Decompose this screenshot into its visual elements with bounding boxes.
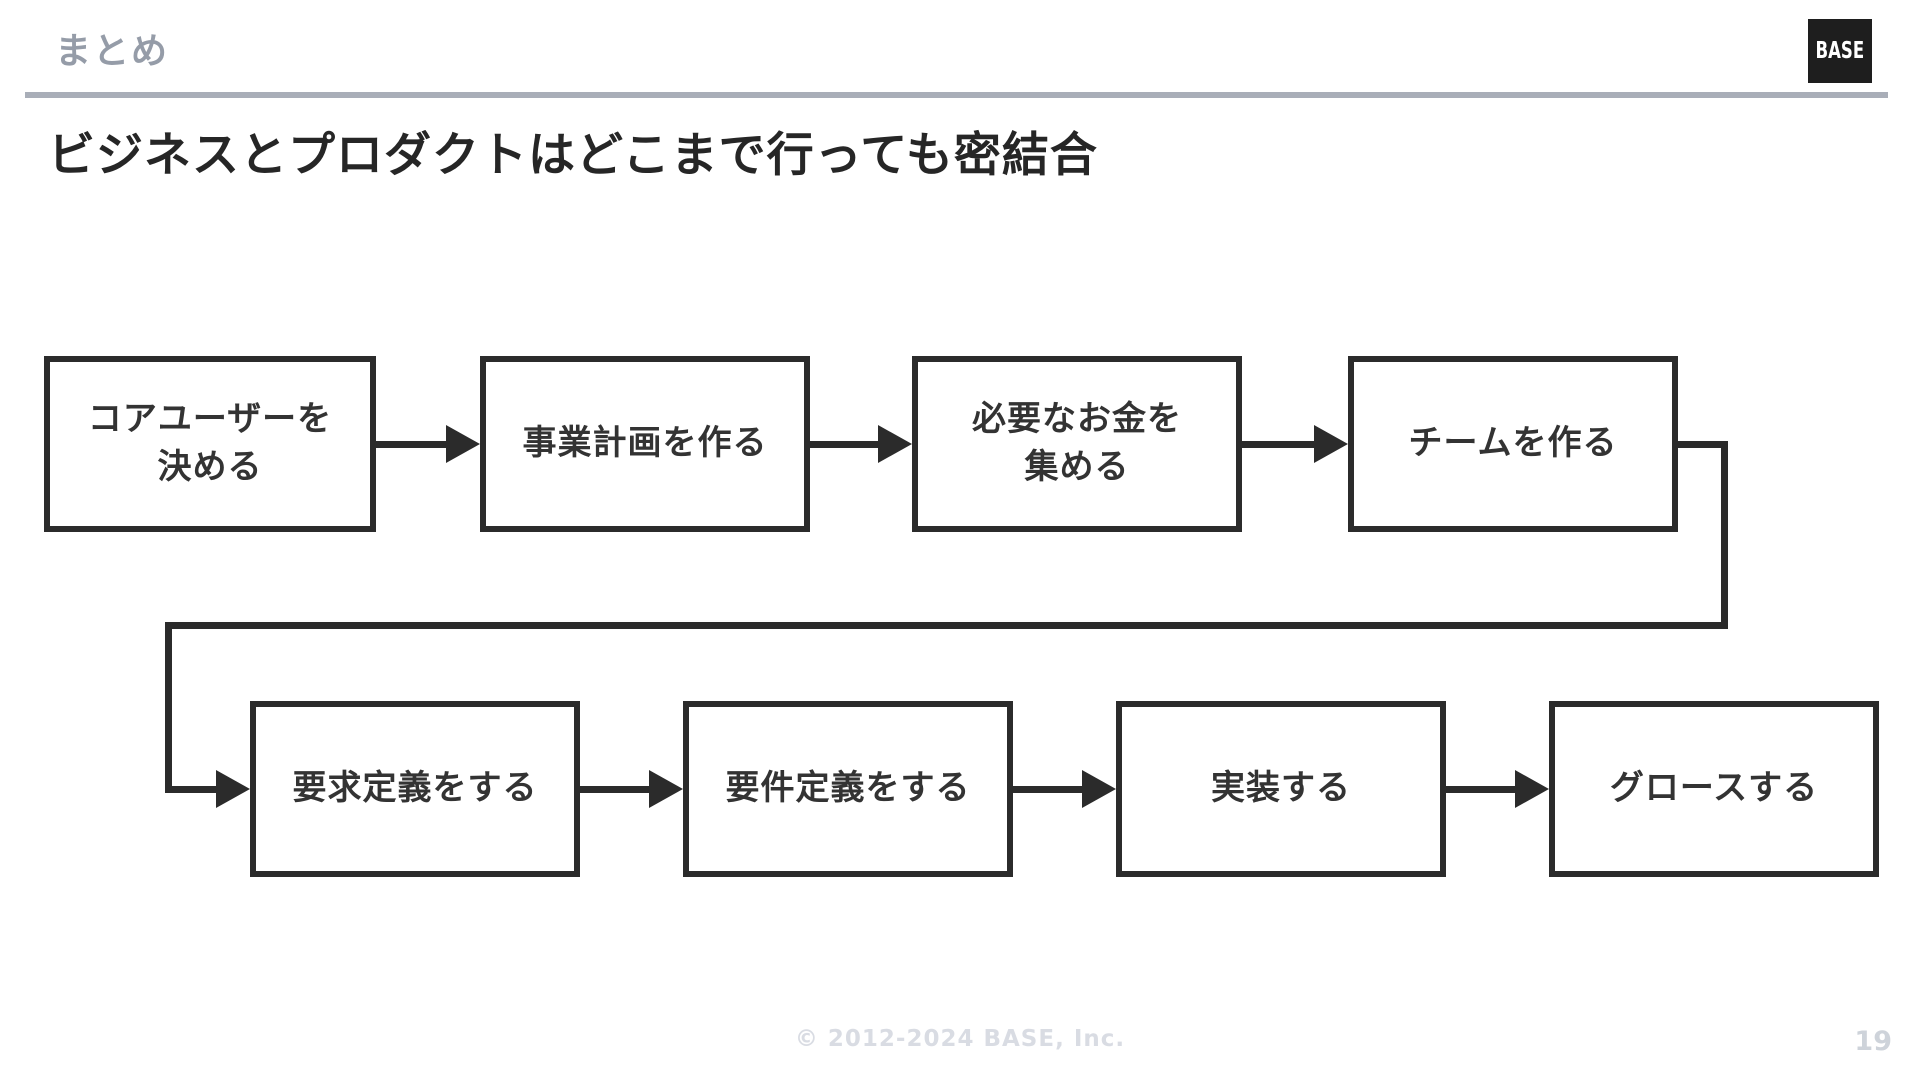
connector-segment-horizontal xyxy=(165,621,1728,629)
connector-segment-down-left xyxy=(165,621,172,793)
arrow-head xyxy=(1082,770,1116,808)
base-logo-text: BASE xyxy=(1815,38,1865,64)
arrow-shaft xyxy=(810,440,882,448)
slide-section-label: まとめ xyxy=(55,31,170,72)
arrow-shaft xyxy=(374,440,450,448)
copyright-text: © 2012-2024 BASE, Inc. xyxy=(794,1026,1126,1052)
flow-box-implement: 実装する xyxy=(1116,701,1446,877)
flow-box-core-user: コアユーザーを 決める xyxy=(44,356,376,532)
arrow-head xyxy=(216,770,250,808)
flow-box-business-plan: 事業計画を作る xyxy=(480,356,810,532)
flow-box-label: コアユーザーを 決める xyxy=(87,399,333,487)
flow-box-label: 要件定義をする xyxy=(725,768,971,809)
base-logo: BASE xyxy=(1808,19,1872,83)
arrow-head xyxy=(649,770,683,808)
flow-box-label: 必要なお金を 集める xyxy=(972,399,1182,487)
arrow-head xyxy=(1515,770,1549,808)
flow-box-requirements-definition: 要件定義をする xyxy=(683,701,1013,877)
flow-box-label: チームを作る xyxy=(1408,423,1618,464)
flow-box-requirements-request: 要求定義をする xyxy=(250,701,580,877)
arrow-head xyxy=(878,425,912,463)
flow-box-raise-money: 必要なお金を 集める xyxy=(912,356,1242,532)
flow-box-label: 事業計画を作る xyxy=(522,423,768,464)
arrow-shaft xyxy=(1446,785,1519,793)
arrow-head xyxy=(1314,425,1348,463)
arrow-shaft xyxy=(1013,785,1086,793)
flow-box-label: グロースする xyxy=(1609,768,1819,809)
connector-segment-out xyxy=(1678,440,1728,448)
flow-box-label: 実装する xyxy=(1211,768,1351,809)
arrow-shaft xyxy=(168,785,220,793)
page-number: 19 xyxy=(1854,1026,1892,1057)
arrow-head xyxy=(446,425,480,463)
slide-title: ビジネスとプロダクトはどこまで行っても密結合 xyxy=(48,128,1098,183)
connector-segment-down-right xyxy=(1721,440,1728,629)
flow-box-label: 要求定義をする xyxy=(292,768,538,809)
header-divider xyxy=(25,92,1888,98)
flow-box-build-team: チームを作る xyxy=(1348,356,1678,532)
arrow-shaft xyxy=(1242,440,1318,448)
flow-box-growth: グロースする xyxy=(1549,701,1879,877)
arrow-shaft xyxy=(580,785,653,793)
